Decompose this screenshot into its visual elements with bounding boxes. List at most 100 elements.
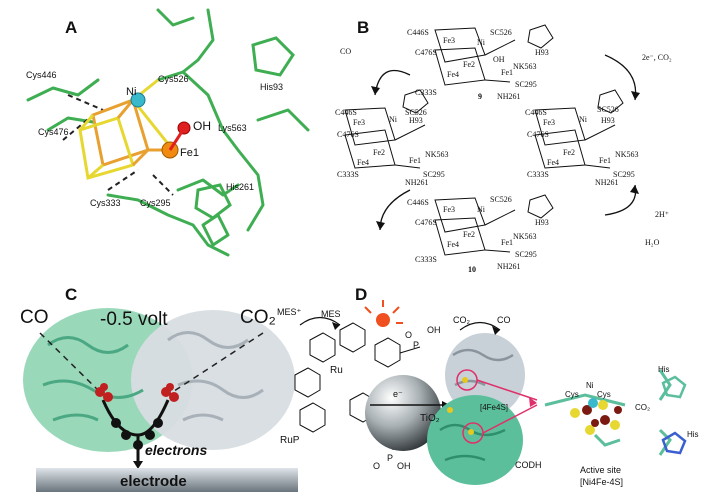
b-reagent-right: 2e⁻, CO₂ [642,53,672,62]
panel-a-crystal-structure: A Cys446 Cys476 Ni Cys526 His93 Lys563 O… [8,0,328,262]
panel-d-photocatalysis: D MES⁺ MES Ru OH P O P O OH e⁻ TiO₂ RuP … [275,285,723,493]
b-h93-left: H93 [409,116,423,125]
b-c476s-left: C476S [337,130,359,139]
b-fe3-right: Fe3 [543,118,555,127]
d-active-site-2: [Ni4Fe-4S] [580,477,624,487]
b-oh-top: OH [493,55,505,64]
substrate-paths [39,332,264,396]
rup-dye-structure [294,322,421,450]
label-his93: His93 [260,82,284,92]
b-compound-9: 9 [478,92,482,101]
panel-c-label: C [65,285,78,304]
active-site-clusters [95,383,179,402]
panel-c-electrode-schematic: C CO -0.5 volt CO₂ electrons electrode [8,285,326,493]
d-tio2: TiO₂ [420,413,440,424]
codh-dimer [23,308,295,452]
b-nk563-right: NK563 [615,150,639,159]
b-c446s-left: C446S [335,108,357,117]
imidazole-rings [402,24,624,219]
nickel-atom [130,92,146,108]
b-fe3-bottom: Fe3 [443,205,455,214]
d-fe4s4: [4Fe4S] [480,403,509,412]
panel-a-structure-drawing [26,8,310,257]
label-lys563: Lys563 [218,123,247,133]
b-sc295-bottom: SC295 [515,250,537,259]
d-cys-left: Cys [565,390,579,399]
b-fe2-right: Fe2 [563,148,575,157]
b-fe1-left: Fe1 [409,156,421,165]
b-nk563-top: NK563 [513,62,537,71]
panel-b-cycle-arrows [344,24,640,256]
b-sc526-bottom: SC526 [490,195,512,204]
d-rup: RuP [280,435,300,446]
b-ni-bottom: Ni [477,205,485,214]
label-cys526: Cys526 [158,74,189,84]
label-fe1: Fe1 [180,147,199,159]
b-c446s-top: C446S [407,28,429,37]
b-nh261-top: NH261 [497,92,521,101]
d-oh-top: OH [427,325,441,335]
panel-c-drawing [23,308,298,492]
b-c446s-right: C446S [525,108,547,117]
panel-a-label: A [65,18,78,37]
light-burst-icon [364,300,403,327]
tio2-nanoparticle [365,375,441,451]
b-c333s-bottom: C333S [415,255,437,264]
label-ni: Ni [126,86,137,98]
label-cys446: Cys446 [26,70,57,80]
b-c476s-right: C476S [527,130,549,139]
b-ni-right: Ni [579,115,587,124]
b-fe1-right: Fe1 [599,156,611,165]
c-electrons-label: electrons [145,442,208,458]
d-cys-right: Cys [597,390,611,399]
d-co2-site: CO₂ [635,403,651,412]
electrode-slab [36,468,298,492]
b-fe1-top: Fe1 [501,68,513,77]
hbond-dashes [62,94,174,196]
d-p-bottom: P [387,453,394,463]
b-fe4-right: Fe4 [547,158,559,167]
label-his261: His261 [226,182,255,192]
b-nk563-bottom: NK563 [513,232,537,241]
d-co2: CO₂ [453,315,470,325]
fe-s-cluster-cube [78,78,175,180]
b-fe3-top: Fe3 [443,36,455,45]
b-nk563-left: NK563 [425,150,449,159]
b-nh261-left: NH261 [405,178,429,187]
d-p-top: P [413,340,420,350]
b-ni-top: Ni [477,38,485,47]
his261-ring [194,183,232,220]
b-fe4-bottom: Fe4 [447,240,459,249]
b-h93-top: H93 [535,48,549,57]
d-his-bottom: His [687,430,699,439]
panel-b-catalytic-cycle: B CO 2e⁻, CO₂ 2H⁺ H₂O 9 10 Fe3 Fe2 Fe4 F… [335,0,720,282]
b-sc295-top: SC295 [515,80,537,89]
d-e-minus: e⁻ [393,389,403,399]
b-fe1-bottom: Fe1 [501,238,513,247]
b-c333s-left: C333S [337,170,359,179]
b-reagent-bottom-right: 2H⁺ [655,210,669,219]
b-compound-10: 10 [468,265,476,274]
b-co-label: CO [340,47,352,56]
b-c476s-top: C476S [415,48,437,57]
his93-ring [251,36,295,77]
b-fe3-left: Fe3 [353,118,365,127]
panel-d-label: D [355,285,368,304]
c-voltage-label: -0.5 volt [100,309,168,330]
b-sc526-right: SC526 [597,105,619,114]
d-ni: Ni [586,381,594,390]
d-his-top: His [658,365,670,374]
active-site-structure [544,369,687,456]
b-ni-left: Ni [389,115,397,124]
d-o-bottom: O [373,461,381,471]
b-sc295-right: SC295 [613,170,635,179]
b-fe2-bottom: Fe2 [463,230,475,239]
d-active-site-1: Active site [580,465,622,475]
d-oh-bottom: OH [397,461,411,471]
d-codh: CODH [515,460,542,470]
b-c333s-top: C333S [415,88,437,97]
b-nh261-bottom: NH261 [497,262,521,271]
label-oh: OH [193,119,211,133]
d-o-top: O [405,330,413,340]
panel-b-label: B [357,18,370,37]
